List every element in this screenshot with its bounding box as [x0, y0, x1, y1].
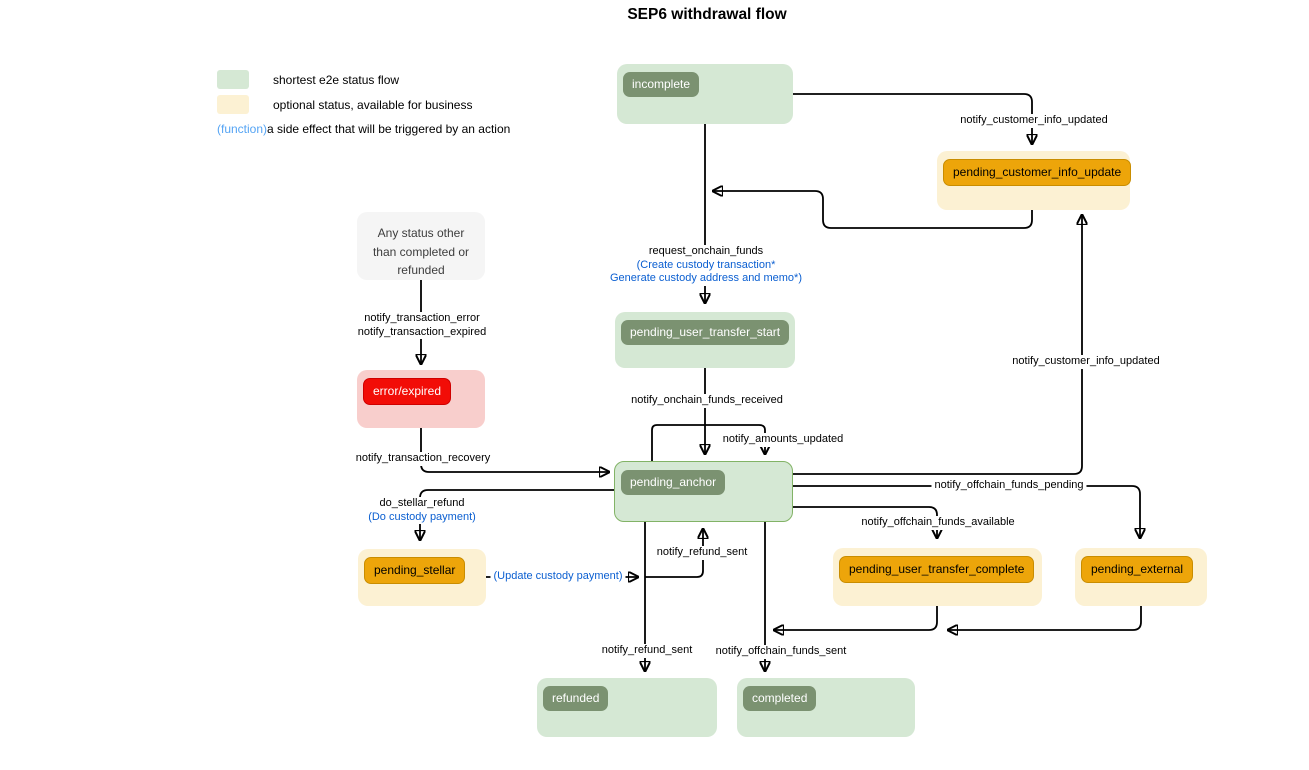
- edge-label-notify-customer-info-updated: notify_customer_info_updated: [957, 114, 1111, 128]
- edge-pending-customer-info-update-return: [713, 191, 1033, 229]
- legend-label: optional status, available for business: [273, 97, 473, 112]
- legend-function-term: (function): [217, 122, 268, 136]
- edge-label-notify-offchain-funds-pending: notify_offchain_funds_pending: [931, 479, 1087, 493]
- legend-label: shortest e2e status flow: [273, 72, 400, 87]
- edge-label-request-onchain-funds: request_onchain_funds (Create custody tr…: [607, 245, 805, 286]
- legend-item-optional-status: optional status, available for business: [217, 95, 472, 114]
- legend-function-desc: a side effect that will be triggered by …: [267, 122, 511, 136]
- edge-label-notify-amounts-updated: notify_amounts_updated: [719, 433, 847, 447]
- status-chip: pending_anchor: [621, 470, 726, 495]
- edge-label-action: notify_transaction_expired: [357, 325, 487, 338]
- edge-label-notify-offchain-funds-sent: notify_offchain_funds_sent: [712, 645, 850, 659]
- edge-pending-stellar-to-pending-anchor: [645, 529, 703, 578]
- status-chip: completed: [743, 686, 817, 711]
- edge-label-side-effect: Generate custody address and memo*): [610, 272, 802, 284]
- legend-item-function: (function) a side effect that will be tr…: [217, 122, 510, 136]
- node-pending-customer-info-update: pending_customer_info_update: [937, 151, 1132, 210]
- node-refunded: refunded: [537, 678, 717, 737]
- edge-pending-external-return: [948, 606, 1142, 630]
- status-chip: pending_user_transfer_complete: [839, 556, 1035, 583]
- status-chip: pending_stellar: [364, 557, 466, 584]
- edge-pending-anchor-to-pending-user-transfer-complete: [793, 506, 937, 538]
- legend-swatch-green: [217, 70, 249, 89]
- edge-label-notify-refund-sent-to-refunded: notify_refund_sent: [598, 644, 696, 658]
- any-status-label: Any status other than completed or refun…: [372, 226, 470, 278]
- node-pending-stellar: pending_stellar: [358, 549, 486, 606]
- legend-item-shortest-flow: shortest e2e status flow: [217, 70, 399, 89]
- node-pending-user-transfer-complete: pending_user_transfer_complete: [833, 548, 1042, 606]
- edge-label-notify-transaction-error-expired: notify_transaction_error notify_transact…: [354, 312, 490, 339]
- edge-label-update-custody-payment: (Update custody payment): [490, 570, 626, 584]
- edge-label-side-effect: (Create custody transaction*: [636, 258, 776, 271]
- status-chip: error/expired: [363, 378, 452, 405]
- edge-label-notify-onchain-funds-received: notify_onchain_funds_received: [628, 394, 786, 408]
- node-completed: completed: [737, 678, 915, 737]
- node-pending-user-transfer-start: pending_user_transfer_start: [615, 312, 795, 368]
- edge-label-do-stellar-refund: do_stellar_refund (Do custody payment): [365, 497, 479, 524]
- node-pending-anchor: pending_anchor: [614, 461, 793, 522]
- edge-label-action: notify_transaction_error: [364, 312, 480, 324]
- page-title: SEP6 withdrawal flow: [627, 6, 787, 23]
- edge-incomplete-to-pending-customer-info-update: [793, 93, 1032, 144]
- edge-label-notify-refund-sent-to-anchor: notify_refund_sent: [653, 546, 751, 560]
- edge-label-notify-customer-info-updated-right: notify_customer_info_updated: [1009, 355, 1163, 369]
- edge-pending-anchor-to-pending-external: [793, 485, 1140, 538]
- edge-pending-anchor-self-loop-amounts: [651, 424, 765, 461]
- status-chip: incomplete: [623, 72, 700, 97]
- edge-label-notify-offchain-funds-available: notify_offchain_funds_available: [858, 516, 1018, 530]
- edge-pending-user-transfer-complete-return: [774, 606, 938, 630]
- edge-label-notify-transaction-recovery: notify_transaction_recovery: [352, 452, 494, 466]
- status-chip: pending_user_transfer_start: [621, 320, 790, 345]
- edge-label-action: do_stellar_refund: [379, 497, 465, 509]
- edge-label-action: request_onchain_funds: [648, 245, 764, 257]
- edge-label-side-effect: (Do custody payment): [368, 510, 476, 523]
- status-chip: pending_external: [1081, 556, 1194, 583]
- edge-pending-anchor-to-pending-customer-info-update: [793, 215, 1082, 475]
- node-any-status: Any status other than completed or refun…: [357, 212, 485, 280]
- node-pending-external: pending_external: [1075, 548, 1207, 606]
- node-incomplete: incomplete: [617, 64, 793, 124]
- status-chip: pending_customer_info_update: [943, 159, 1132, 186]
- status-chip: refunded: [543, 686, 609, 711]
- node-error-expired: error/expired: [357, 370, 485, 428]
- legend-swatch-yellow: [217, 95, 249, 114]
